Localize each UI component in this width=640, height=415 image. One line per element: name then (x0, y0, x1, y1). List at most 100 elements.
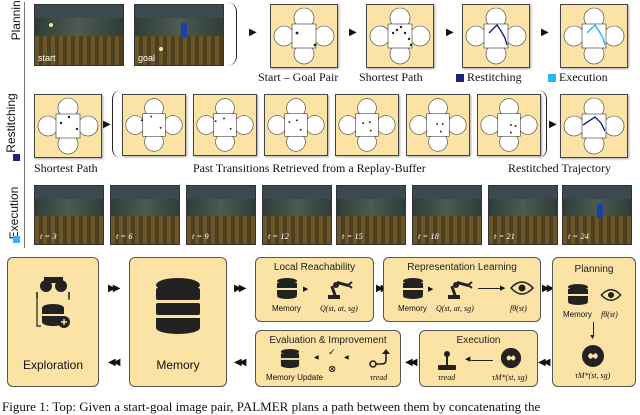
database-icon (277, 278, 297, 299)
exploration-label: Exploration (22, 358, 84, 372)
evaluation-title: Evaluation & Improvement (269, 335, 387, 346)
row-divider (24, 2, 25, 248)
execution-frame: t = 6 (110, 185, 180, 245)
q-formula: Q(st, at, sg) (436, 304, 474, 313)
arrow-left-icon: ◀ (465, 355, 471, 363)
double-arrow-right-icon: ▶▶ (108, 283, 121, 294)
arrow-left-icon: ◀ (344, 355, 349, 361)
planning-title: Planning (574, 264, 614, 275)
q-formula: Q(st, at, sg) (320, 304, 358, 313)
buffer-transition-maze (477, 94, 541, 156)
timestep-label: t = 9 (192, 231, 209, 241)
double-arrow-left-icon: ◀◀ (108, 357, 121, 368)
timestep-label: t = 18 (418, 231, 439, 241)
arrow-right-icon: ▶ (303, 285, 309, 293)
execution-frame: t = 24 (562, 185, 632, 245)
representation-learning-box: Representation Learning Memory ▶ Q(st, a… (383, 257, 541, 322)
caption-past-transitions: Past Transitions Retrieved from a Replay… (193, 161, 426, 175)
tau-read-formula: τread (438, 373, 456, 382)
row-label-planning: Planning (9, 0, 23, 41)
arrow-line (593, 322, 594, 336)
row-label-restitching: Restitching (4, 93, 18, 153)
execution-frame: t = 21 (488, 185, 558, 245)
execution-frame: t = 3 (34, 185, 104, 245)
execution-frame: t = 12 (262, 185, 332, 245)
route-icon (369, 349, 390, 368)
buffer-transition-maze (193, 94, 257, 156)
exploration-box: Exploration (7, 257, 99, 387)
execution-box: Execution τread ◀ τM*(st, sg) (419, 330, 538, 387)
figure-caption: Figure 1: Top: Given a start-goal image … (2, 399, 541, 414)
restitch-shortest-maze (34, 94, 102, 158)
restitching-square-icon (456, 74, 464, 83)
execution-frame: t = 15 (336, 185, 406, 245)
double-arrow-right-icon: ▶▶ (376, 283, 389, 294)
database-icon (156, 278, 200, 334)
buffer-transition-maze (264, 94, 328, 156)
start-frame: start (34, 4, 124, 66)
caption-restitched: Restitched Trajectory (508, 161, 611, 175)
memory-label: Memory (156, 358, 200, 372)
cross-circle-icon: ⊗ (328, 364, 337, 375)
timestep-label: t = 3 (40, 231, 57, 241)
memory-caption: Memory (563, 310, 592, 319)
arrow-right-icon: ▶ (103, 119, 111, 130)
local-reachability-title: Local Reachability (273, 262, 356, 273)
arrow-right-icon: ▶ (541, 27, 549, 38)
brain-icon (500, 347, 522, 369)
arrow-right-icon: ▶ (446, 27, 454, 38)
double-arrow-right-icon: ▶▶ (234, 283, 247, 294)
memory-caption: Memory (398, 304, 427, 313)
maze-start-goal (270, 4, 338, 68)
arrow-right-icon: ▶ (428, 285, 434, 293)
robot-arm-icon (448, 281, 473, 299)
database-icon (403, 278, 423, 299)
restitched-trajectory-maze (560, 94, 628, 158)
timestep-label: t = 24 (568, 231, 589, 241)
evaluation-box: Evaluation & Improvement Memory Update ✓… (255, 330, 401, 387)
pi-formula: τM*(st, sg) (492, 373, 528, 382)
execution-marker (13, 236, 20, 243)
buffer-bracket-left (112, 90, 121, 158)
row-label-execution: Execution (7, 186, 21, 240)
phi-formula: fθ(st) (510, 304, 527, 313)
execution-frame: t = 9 (186, 185, 256, 245)
double-arrow-right-icon: ▶▶ (542, 283, 555, 294)
restitching-marker (13, 154, 20, 161)
maze-execution (560, 4, 628, 68)
memory-caption: Memory (272, 304, 301, 313)
phi-formula: fθ(st) (601, 310, 618, 319)
database-icon (280, 349, 300, 369)
eye-icon (510, 281, 534, 295)
binoculars-database-icon (36, 277, 70, 328)
arrow-right-icon: ▶ (549, 119, 557, 130)
maze-restitching (462, 4, 530, 68)
door-icon (597, 204, 603, 218)
double-arrow-left-icon: ◀◀ (234, 357, 247, 368)
timestep-label: t = 6 (116, 231, 133, 241)
database-icon (568, 284, 588, 305)
caption-start-goal: Start – Goal Pair (258, 70, 339, 84)
caption-restitching: Restitching (456, 70, 522, 85)
tau-read-formula: τread (370, 373, 388, 382)
eye-icon (600, 289, 622, 301)
execution-frame: t = 18 (412, 185, 482, 245)
arrow-right-icon: ▶ (249, 27, 257, 38)
representation-learning-title: Representation Learning (407, 262, 517, 273)
planning-box: Planning Memory fθ(st) ▼ τM*(st, sg) (552, 257, 636, 387)
timestep-label: t = 21 (494, 231, 515, 241)
execution-square-icon (548, 74, 556, 83)
timestep-label: t = 12 (268, 231, 289, 241)
arrow-right-icon: ▶ (500, 284, 506, 292)
arrow-down-icon: ▼ (589, 333, 596, 341)
pi-formula: τM*(st, sg) (575, 371, 611, 380)
buffer-transition-maze (335, 94, 399, 156)
goal-frame: goal (134, 4, 224, 66)
joystick-icon (438, 351, 456, 370)
arrow-left-icon: ◀ (314, 355, 319, 361)
pair-bracket (226, 2, 237, 66)
local-reachability-box: Local Reachability Memory ▶ Q(st, at, sg… (255, 257, 374, 322)
double-arrow-left-icon: ◀◀ (405, 357, 418, 368)
arrow-right-icon: ▶ (349, 27, 357, 38)
double-arrow-left-icon: ◀◀ (538, 357, 551, 368)
